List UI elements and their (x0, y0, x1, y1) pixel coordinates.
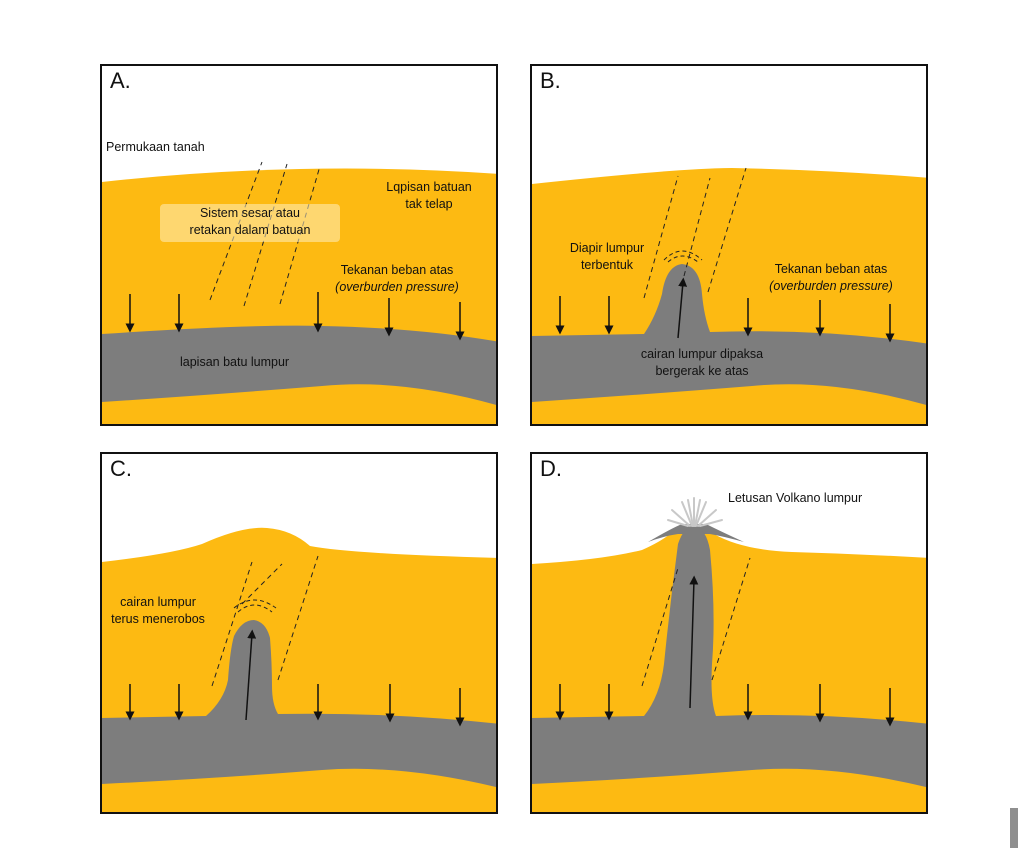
diapir-pressure-ring (663, 250, 703, 263)
fluid-label-line2: bergerak ke atas (655, 364, 749, 378)
pressure-arrows (555, 684, 895, 727)
panel-letter: D. (540, 456, 562, 481)
fault-system-highlight (160, 204, 340, 242)
panel-a-illustration (102, 161, 496, 424)
rock-layer-label-line1: Lqpisan batuan (386, 180, 472, 194)
mud-conduit (532, 526, 926, 788)
panel-a: A. Permukaan tanah Sistem sesar atau ret… (100, 64, 498, 426)
overburden-label-line1: Tekanan beban atas (340, 263, 454, 277)
panel-d: D. Letusan Volkano lumpur (530, 452, 928, 814)
fault-lines (641, 557, 751, 687)
panel-b-illustration (532, 167, 926, 424)
mudstone-layer-label: lapisan batu lumpur (180, 355, 290, 369)
panel-letter: A. (110, 68, 131, 93)
upward-flow-arrow (677, 277, 688, 339)
fault-lines (211, 555, 319, 687)
overburden-label-line2: (overburden pressure) (769, 279, 893, 293)
fluid-label-line2: terus menerobos (111, 612, 205, 626)
upward-flow-arrow (689, 575, 699, 709)
pressure-arrows (125, 292, 465, 341)
panel-c-illustration (102, 527, 496, 812)
panel-c: C. cairan lumpur terus menerobos (100, 452, 498, 814)
fault-lines (643, 167, 747, 299)
mudstone-layer (102, 620, 496, 788)
fault-system-label-line1: Sistem sesar atau (199, 206, 301, 220)
eruption-label: Letusan Volkano lumpur (728, 491, 863, 505)
rock-layer-label-line2: tak telap (405, 197, 453, 211)
panel-d-illustration (532, 497, 926, 812)
panel-letter: C. (110, 456, 132, 481)
upward-flow-arrow (245, 629, 257, 721)
diapir-label-line1: Diapir lumpur (569, 241, 645, 255)
overburden-label-line2: (overburden pressure) (335, 280, 459, 294)
mudstone-layer (102, 325, 496, 405)
mudstone-layer (532, 264, 926, 405)
diapir-label-line2: terbentuk (580, 258, 634, 272)
ground-surface-label: Permukaan tanah (106, 140, 205, 154)
fault-system-label-line2: retakan dalam batuan (189, 223, 311, 237)
panel-letter: B. (540, 68, 561, 93)
scrollbar-thumb[interactable] (1010, 808, 1018, 848)
overburden-label-line1: Tekanan beban atas (774, 262, 888, 276)
eruption-spray (667, 497, 723, 527)
pressure-arrows (125, 684, 465, 727)
fluid-label-line1: cairan lumpur dipaksa (640, 347, 764, 361)
fluid-label-line1: cairan lumpur (120, 595, 196, 609)
pressure-arrows (555, 296, 895, 343)
diapir-pressure-ring (233, 599, 277, 613)
panel-b: B. Diapir lumpur terbentuk Tekanan beban… (530, 64, 928, 426)
